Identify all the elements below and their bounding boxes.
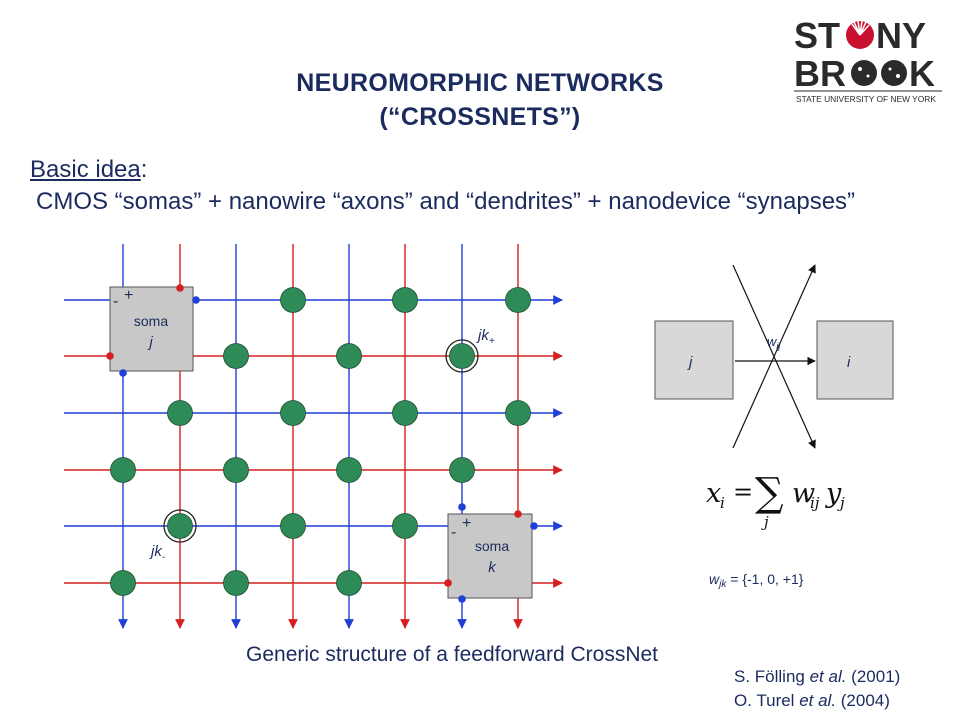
logo-text-k: K — [909, 53, 935, 94]
svg-text:∑: ∑ — [755, 470, 784, 516]
synapse-node — [167, 400, 193, 426]
synapse-node — [392, 287, 418, 313]
soma-terminal-dot — [530, 522, 538, 530]
title-line-2: (“CROSSNETS”) — [379, 103, 581, 131]
soma-j-minus: - — [113, 293, 118, 310]
synapse-node — [167, 513, 193, 539]
reference-1: S. Fölling et al. (2001) — [734, 667, 901, 686]
soma-terminal-dot — [106, 352, 114, 360]
figure-caption: Generic structure of a feedforward Cross… — [246, 643, 659, 666]
synapse-node — [336, 343, 362, 369]
svg-text:y: y — [825, 478, 842, 509]
summation-formula: x i = ∑ j w ij y j — [706, 470, 845, 531]
soma-k-plus: + — [462, 515, 471, 532]
synapse-node — [449, 457, 475, 483]
reference-2: O. Turel et al. (2004) — [734, 691, 890, 710]
model-connection-line — [732, 264, 816, 449]
synapse-node — [336, 457, 362, 483]
soma-j-plus: + — [124, 287, 133, 304]
title-line-1: NEUROMORPHIC NETWORKS — [296, 69, 664, 97]
logo-text-st: ST — [794, 15, 840, 56]
synapse-array — [110, 287, 531, 596]
soma-k: - + soma k — [447, 513, 533, 599]
neuron-model: j i wij x i = ∑ j w ij y j wjk = {-1, 0,… — [654, 264, 894, 590]
synapse-node — [223, 343, 249, 369]
soma-j-index: j — [147, 334, 153, 351]
svg-text:=: = — [733, 478, 753, 506]
synapse-node — [392, 400, 418, 426]
soma-k-label: soma — [475, 538, 509, 554]
model-node-j — [654, 320, 734, 400]
synapse-node — [110, 570, 136, 596]
logo-o-red-icon — [846, 20, 874, 49]
synapse-node — [110, 457, 136, 483]
logo-subtitle: STATE UNIVERSITY OF NEW YORK — [796, 94, 936, 104]
svg-text:ij: ij — [810, 494, 820, 512]
weight-values: wjk = {-1, 0, +1} — [709, 571, 804, 590]
synapse-node — [280, 513, 306, 539]
model-node-i — [816, 320, 894, 400]
soma-terminal-dot — [119, 369, 127, 377]
model-weight-label: wij — [767, 334, 781, 351]
synapse-node — [223, 457, 249, 483]
synapse-node — [280, 287, 306, 313]
model-node-i-label: i — [847, 354, 851, 371]
synapse-node — [336, 570, 362, 596]
slide-title: NEUROMORPHIC NETWORKS (“CROSSNETS”) — [0, 66, 960, 134]
soma-k-minus: - — [451, 524, 456, 541]
synapse-highlight-ring — [445, 339, 479, 373]
synapse-highlight-ring — [163, 509, 197, 543]
logo-text-br: BR — [794, 53, 846, 94]
logo-text-ny: NY — [876, 15, 926, 56]
svg-text:j: j — [837, 494, 845, 512]
model-node-j-label: j — [687, 354, 693, 371]
soma-k-index: k — [488, 559, 497, 576]
label-jk-minus: jk- — [149, 543, 166, 563]
logo-oo-icon — [851, 60, 907, 86]
stony-brook-logo: ST NY BR K STATE UNIVERSITY OF NEW YORK — [794, 15, 942, 104]
soma-terminals — [106, 284, 538, 603]
svg-text:w: w — [792, 478, 815, 509]
synapse-node — [223, 570, 249, 596]
svg-text:x: x — [706, 478, 721, 509]
synapse-node — [392, 513, 418, 539]
soma-j: - + soma j — [109, 286, 194, 372]
synapse-node — [280, 400, 306, 426]
soma-terminal-dot — [444, 579, 452, 587]
soma-terminal-dot — [514, 510, 522, 518]
svg-text:i: i — [720, 494, 725, 512]
basic-idea-label: Basic idea — [30, 156, 141, 183]
soma-terminal-dot — [176, 284, 184, 292]
soma-terminal-dot — [458, 503, 466, 511]
label-jk-plus: jk+ — [476, 327, 495, 347]
soma-terminal-dot — [192, 296, 200, 304]
synapse-node — [449, 343, 475, 369]
svg-text:j: j — [761, 513, 769, 531]
synapse-node — [505, 287, 531, 313]
soma-terminal-dot — [458, 595, 466, 603]
synapse-node — [505, 400, 531, 426]
basic-idea-text: CMOS “somas” + nanowire “axons” and “den… — [36, 188, 856, 215]
soma-j-label: soma — [134, 313, 168, 329]
basic-idea-heading: Basic idea: — [30, 156, 147, 184]
basic-idea-colon: : — [140, 156, 148, 183]
